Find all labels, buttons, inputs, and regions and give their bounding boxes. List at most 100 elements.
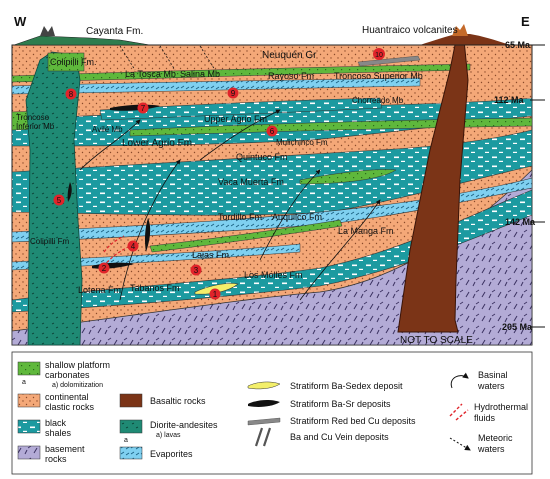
deposit-marker-9: 9 bbox=[227, 87, 239, 99]
svg-text:1: 1 bbox=[213, 290, 218, 299]
huantraico-label: Huantraico volcanites bbox=[362, 25, 458, 36]
avile-label: Avilé Mb bbox=[92, 125, 123, 134]
legend-hydrothermal-arrow-icon bbox=[449, 403, 469, 421]
legend-black: black bbox=[45, 418, 67, 428]
svg-text:10: 10 bbox=[375, 52, 383, 59]
lotena-label: Lotena Fm bbox=[78, 285, 121, 295]
la-tosca-carbonate bbox=[11, 63, 471, 83]
deposit-marker-10: 10 bbox=[373, 48, 385, 60]
lajas-label: Lajas Fm bbox=[192, 250, 229, 260]
basinal-water-arrows bbox=[79, 109, 381, 301]
rayoso-label: Rayoso Fm bbox=[268, 71, 314, 81]
quintuco-label: Quintuco Fm bbox=[236, 152, 288, 162]
colipilli-low-label: Colipilli Fm bbox=[30, 237, 69, 246]
legend-swatch-basement bbox=[17, 445, 41, 460]
svg-text:8: 8 bbox=[69, 90, 74, 99]
svg-text:2: 2 bbox=[102, 264, 107, 273]
huantraico-volcanites bbox=[420, 34, 510, 45]
legend-diorite: Diorite-andesites bbox=[150, 420, 218, 430]
troncoso-superior-label: Troncoso Superior Mb bbox=[334, 71, 423, 81]
ba-sr-lens bbox=[144, 218, 151, 252]
legend-swatch-evaporites bbox=[119, 446, 143, 460]
legend-ba-sr: Stratiform Ba-Sr deposits bbox=[290, 399, 391, 409]
legend-sedex: Stratiform Ba-Sedex deposit bbox=[290, 381, 403, 391]
basaltic-intrusion bbox=[397, 39, 469, 333]
legend-sedex-symbol bbox=[247, 381, 281, 390]
deposit-marker-4: 4 bbox=[127, 240, 139, 252]
legend-shallow-platform: shallow platform bbox=[45, 360, 110, 370]
legend: a shallow platform carbonates a) dolomit… bbox=[11, 351, 533, 475]
svg-text:5: 5 bbox=[57, 196, 62, 205]
legend-carbonates: carbonates bbox=[45, 370, 90, 380]
cayanta-label: Cayanta Fm. bbox=[86, 26, 143, 37]
legend-basement: basement bbox=[45, 444, 85, 454]
age-205: 205 Ma bbox=[502, 322, 533, 332]
legend-hydro-1: Hydrothermal bbox=[474, 402, 528, 412]
volcano-vent-west bbox=[40, 26, 55, 36]
ba-sr-lens bbox=[67, 182, 72, 202]
legend-swatch-basaltic bbox=[119, 393, 143, 408]
upper-agrio-label: Upper Agrio Fm bbox=[204, 114, 267, 124]
legend-red-bed: Stratiform Red bed Cu deposits bbox=[290, 416, 416, 426]
legend-ba-sr-symbol bbox=[248, 399, 280, 407]
tordillo-carbonate bbox=[149, 219, 343, 253]
legend-vein: Ba and Cu Vein deposits bbox=[290, 432, 389, 442]
deposit-marker-7: 7 bbox=[137, 102, 149, 114]
legend-meteoric-2: waters bbox=[477, 444, 505, 454]
tabanos-label: Tabanos Fm bbox=[130, 283, 180, 293]
age-112: 112 Ma bbox=[494, 95, 525, 105]
legend-sub-a-1: a bbox=[22, 379, 26, 386]
age-ticks bbox=[530, 44, 545, 328]
vaca-muerta-shale bbox=[11, 129, 533, 216]
la-manga-label: La Manga Fm bbox=[338, 226, 394, 236]
salina-label: Salina Mb bbox=[180, 69, 220, 79]
not-to-scale-label: NOT TO SCALE bbox=[400, 335, 473, 346]
age-65: 65 Ma bbox=[505, 40, 531, 50]
los-molles-label: Los Molles Fm bbox=[244, 270, 303, 280]
legend-swatch-shallow-platform bbox=[17, 361, 41, 376]
deposit-marker-3: 3 bbox=[190, 264, 202, 276]
colipilli-top-label: Colipilli Fm. bbox=[50, 57, 97, 67]
legend-vein-symbol bbox=[254, 427, 272, 447]
legend-swatch-continental bbox=[17, 393, 41, 408]
la-tosca-label: La Tosca Mb bbox=[125, 69, 176, 79]
volcano-vent-east bbox=[452, 24, 468, 36]
legend-hydro-2: fluids bbox=[474, 413, 496, 423]
neuquen-label: Neuquén Gr bbox=[262, 50, 317, 61]
troncoso-inferior-label-2: Inferior Mb bbox=[16, 122, 55, 131]
deposit-marker-2: 2 bbox=[98, 262, 110, 274]
legend-evaporites: Evaporites bbox=[150, 449, 193, 459]
svg-text:9: 9 bbox=[231, 89, 236, 98]
deposit-markers: 1 2 3 4 5 6 7 8 9 10 bbox=[53, 48, 385, 300]
svg-text:3: 3 bbox=[194, 266, 199, 275]
legend-sub-a-2: a bbox=[124, 437, 128, 444]
hydrothermal-arrows bbox=[99, 235, 131, 271]
chorreado-label: Chorreado Mb bbox=[352, 96, 404, 105]
vaca-muerta-label: Vaca Muerta Fm bbox=[218, 177, 284, 187]
troncoso-inferior-label-1: Troncoso bbox=[16, 113, 50, 122]
side-west-label: W bbox=[14, 14, 27, 29]
cayanta-ridge bbox=[13, 35, 151, 46]
legend-dolomitization: a) dolomitization bbox=[52, 382, 103, 389]
legend-basinal-1: Basinal bbox=[478, 370, 508, 380]
tordillo-label: Tordillo Fm bbox=[218, 212, 262, 222]
mulichinco-label: Mulichinco Fm bbox=[276, 138, 328, 147]
legend-red-bed-symbol bbox=[247, 417, 281, 426]
legend-continental: continental bbox=[45, 392, 89, 402]
deposit-marker-6: 6 bbox=[266, 125, 278, 137]
meteoric-arrows bbox=[119, 45, 216, 71]
deposit-marker-5: 5 bbox=[53, 194, 65, 206]
legend-lavas: a) lavas bbox=[156, 432, 181, 439]
cross-section: W E 65 Ma 112 Ma 142 Ma 205 Ma NOT TO SC… bbox=[11, 14, 545, 346]
legend-frame bbox=[11, 351, 533, 475]
gray-red-bed-lens bbox=[357, 55, 421, 67]
vaca-muerta-carbonate-lens bbox=[299, 169, 397, 185]
upper-agrio-shale bbox=[99, 97, 383, 121]
legend-basinal-2: waters bbox=[477, 381, 505, 391]
colipilli-top-box bbox=[47, 52, 85, 72]
legend-basinal-arrow-icon bbox=[450, 372, 469, 389]
side-east-label: E bbox=[521, 14, 530, 29]
legend-swatch-black-shales bbox=[17, 419, 41, 434]
legend-swatch-diorite bbox=[119, 419, 143, 434]
